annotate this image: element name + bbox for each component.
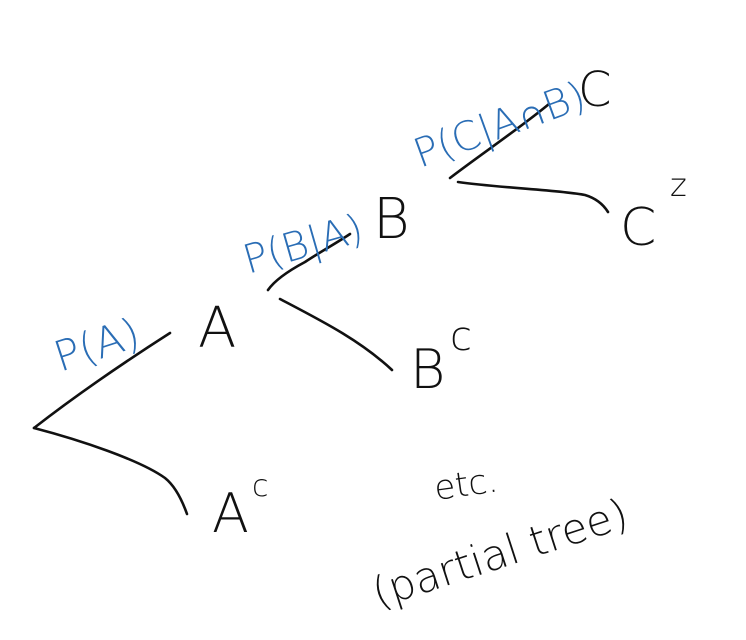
node-c-complement-mark: z — [670, 166, 687, 204]
node-a-complement-letter: A — [212, 482, 249, 545]
branch-b-to-c-complement — [456, 180, 610, 214]
node-b-complement: B c — [410, 314, 472, 401]
node-c-complement-letter: C — [620, 198, 656, 258]
node-a-complement: A c — [212, 469, 269, 545]
node-a-complement-mark: c — [252, 469, 269, 504]
branch-root-to-a — [32, 331, 172, 430]
branch-a-to-b — [266, 232, 352, 292]
node-b-complement-letter: B — [410, 338, 445, 401]
edge-label-p-b-given-a: P(B|A) — [238, 206, 368, 284]
edge-label-p-c-given-a-and-b: P(C|A∩B) — [408, 73, 592, 177]
node-a: A — [198, 296, 236, 361]
edge-label-p-a: P(A) — [48, 308, 146, 381]
node-b-complement-mark: c — [450, 314, 472, 360]
branch-a-to-b-complement — [278, 297, 394, 372]
node-c-complement: C z — [620, 166, 687, 258]
branch-root-to-a-complement — [32, 426, 189, 516]
node-b: B — [373, 187, 410, 252]
node-c: C — [578, 62, 612, 118]
note-partial-tree: (partial tree) — [366, 489, 634, 618]
branch-b-to-c — [448, 102, 551, 180]
note-etc: etc. — [432, 460, 501, 508]
